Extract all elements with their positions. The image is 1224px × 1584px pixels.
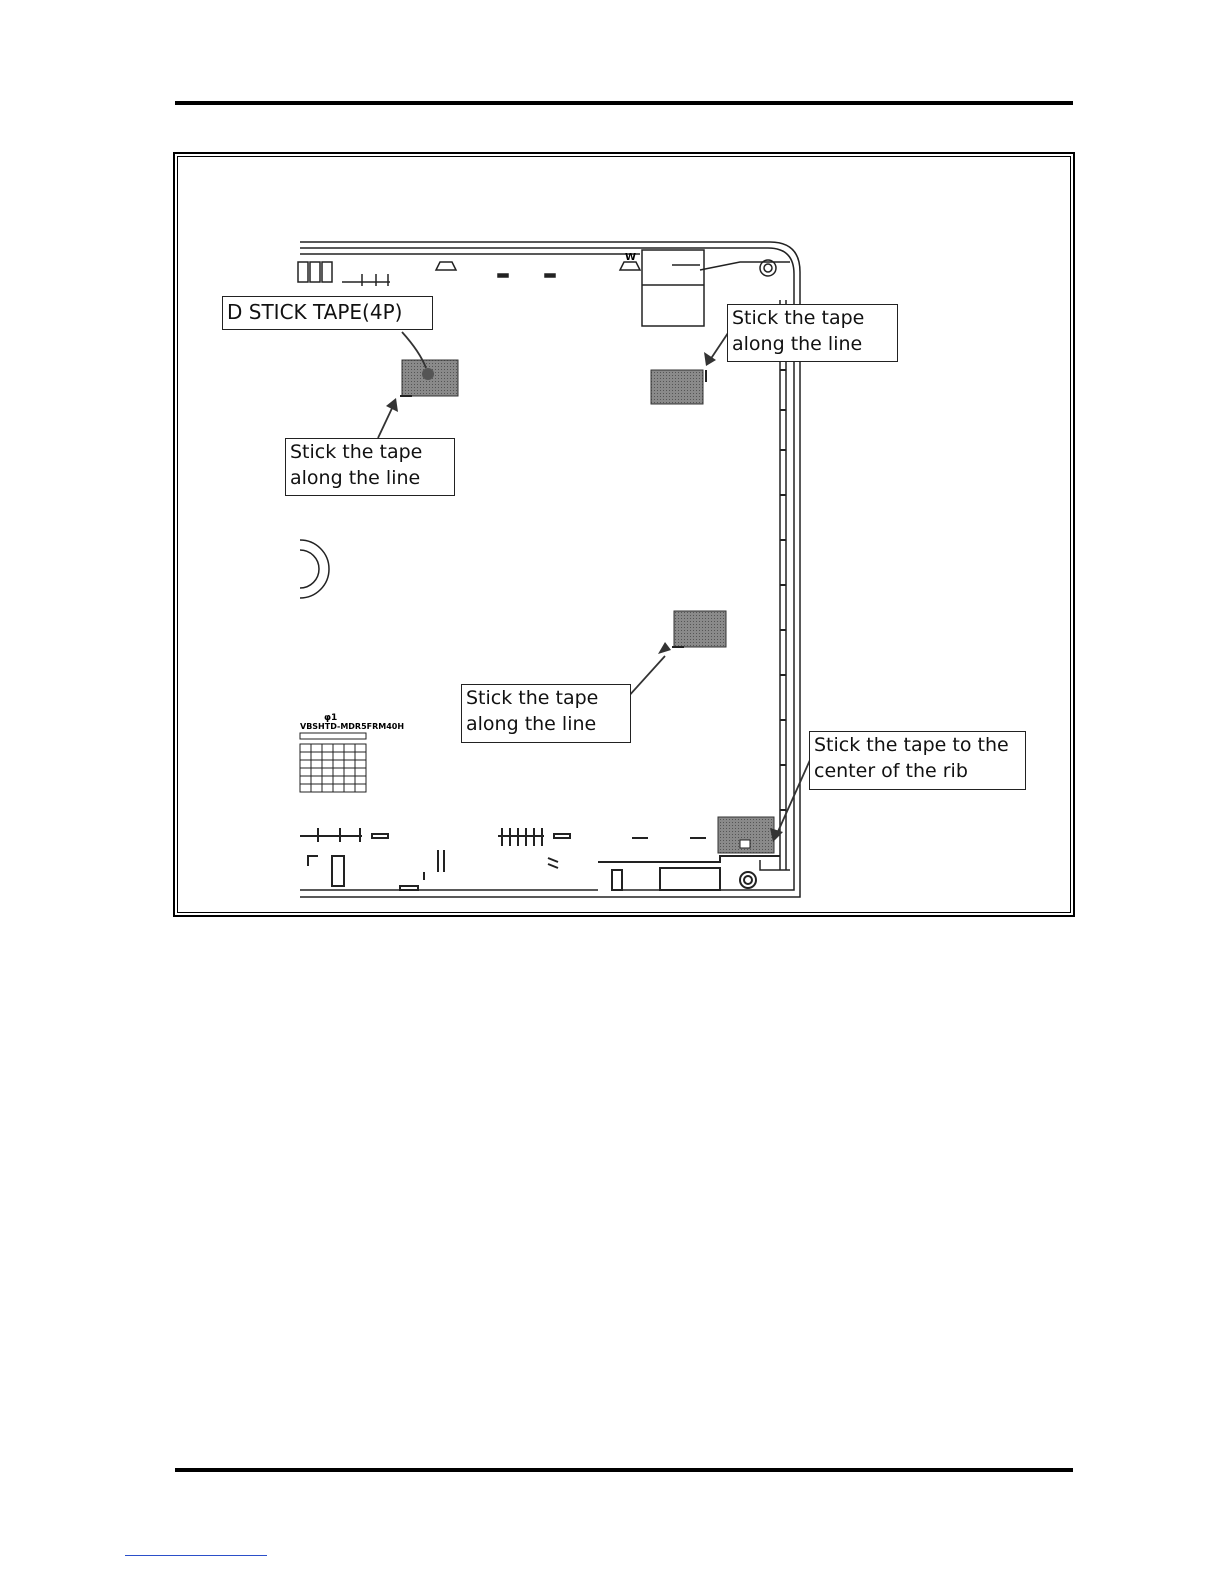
reference-lines: [400, 370, 706, 647]
tape-pad-top-right: [651, 370, 703, 404]
rib-center-mark: [740, 840, 750, 848]
label-stick-rib: Stick the tape to the center of the rib: [809, 731, 1026, 790]
part-code: VBSHTD-MDR5FRM40H: [300, 722, 404, 731]
footer-link-underline: [125, 1555, 267, 1556]
leader-arrowheads: [386, 352, 783, 842]
left-arc-feature: [300, 540, 329, 598]
footer-rule: [175, 1468, 1073, 1472]
label-stick-top-right: Stick the tape along the line: [727, 304, 898, 362]
label-d-stick-tape: D STICK TAPE(4P): [222, 296, 433, 330]
tape-pad-left-dot: [422, 368, 434, 380]
bottom-edge-features: [300, 828, 780, 890]
part-label-table: [300, 733, 366, 792]
leader-lines: [378, 330, 810, 836]
tape-pad-middle: [674, 611, 726, 647]
right-edge-ribs: [780, 330, 786, 810]
label-stick-middle: Stick the tape along the line: [461, 684, 631, 743]
cover-outline: [300, 242, 800, 897]
w-mark: W: [625, 252, 636, 263]
label-stick-left: Stick the tape along the line: [285, 438, 455, 496]
